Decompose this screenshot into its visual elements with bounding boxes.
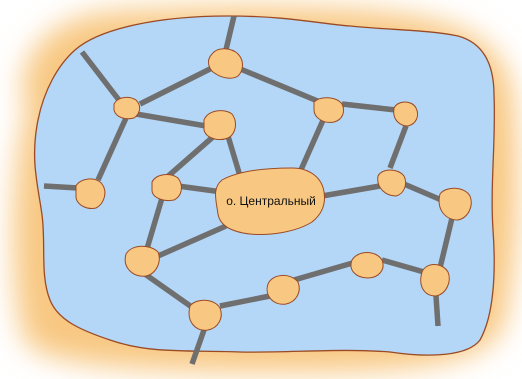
central-island-label: о. Центральный	[226, 194, 316, 208]
island-bottom-mid	[266, 275, 300, 305]
bridge	[164, 133, 216, 181]
bridge	[177, 183, 223, 195]
island-mid-left	[151, 174, 182, 201]
island-upper-right	[313, 97, 345, 123]
bridge	[140, 269, 198, 313]
island-far-upper-right	[393, 101, 419, 127]
island-mid-top	[203, 110, 236, 141]
island-bottom-right	[420, 264, 450, 297]
bridge	[321, 183, 381, 199]
island-bottom-left	[188, 299, 222, 331]
island-west	[75, 178, 106, 209]
island-top	[208, 48, 243, 79]
bridges	[43, 15, 455, 365]
island-right	[377, 169, 407, 197]
bridge	[293, 259, 357, 283]
island-lower-right-mid	[350, 252, 384, 279]
bridge	[433, 295, 441, 327]
island-far-right	[438, 187, 472, 221]
bridge	[189, 329, 207, 365]
bridge	[219, 293, 271, 309]
bridge	[341, 101, 397, 113]
islands	[75, 48, 472, 331]
bridge	[156, 223, 228, 259]
bridge	[387, 125, 409, 169]
bridge	[236, 65, 322, 105]
island-lower-left	[124, 245, 160, 277]
bridge	[79, 50, 125, 106]
bridge	[297, 116, 327, 174]
bridge	[43, 183, 79, 191]
bridge	[143, 197, 165, 253]
bridge	[381, 257, 425, 275]
bridge	[135, 111, 207, 129]
island-upper-left	[113, 96, 141, 120]
bridge	[225, 135, 243, 177]
bridge	[138, 65, 214, 107]
bridge	[95, 116, 129, 182]
island-central	[215, 167, 325, 235]
bridge	[437, 217, 455, 269]
